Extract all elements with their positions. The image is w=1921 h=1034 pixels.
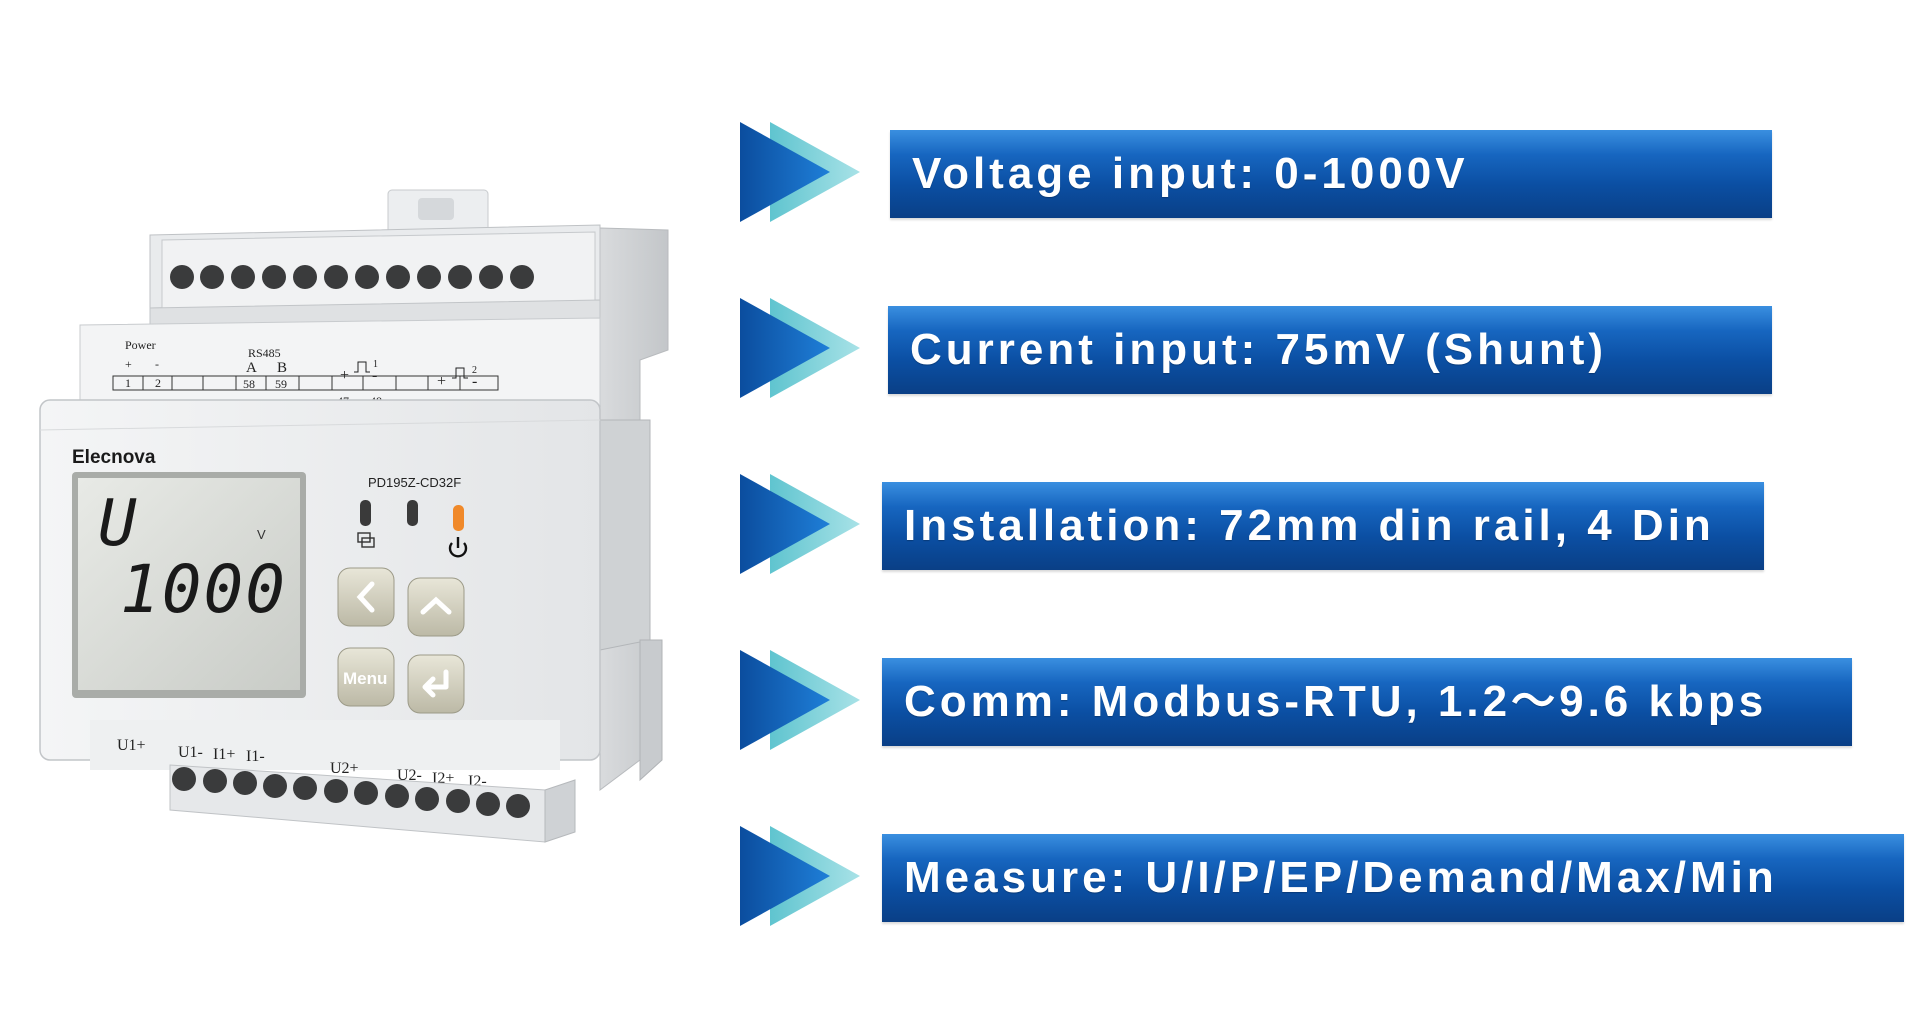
feature-banner: Voltage input: 0-1000V (890, 130, 1772, 218)
label-i1-minus: I1- (246, 748, 265, 765)
label-u2-minus: U2- (397, 767, 422, 784)
bottom-terminal-screws (172, 767, 530, 818)
led-comm (360, 500, 371, 526)
led-pulse (407, 500, 418, 526)
label-pulse1-plus: + (340, 367, 349, 384)
label-rs485-a: A (246, 360, 257, 376)
label-pulse2-index: 2 (472, 365, 477, 376)
double-arrow-icon (740, 122, 860, 222)
feature-banner: Current input: 75mV (Shunt) (888, 306, 1772, 394)
chevron-left-icon (356, 581, 375, 613)
label-rs485: RS485 (248, 346, 281, 360)
pulse1-icon (354, 361, 370, 373)
double-arrow-icon (740, 650, 860, 750)
enter-button[interactable] (407, 654, 465, 714)
label-power-plus: + (125, 357, 132, 371)
feature-banner: Measure: U/I/P/EP/Demand/Max/Min (882, 834, 1904, 922)
menu-button[interactable]: Menu (337, 647, 395, 707)
double-arrow-icon (740, 298, 860, 398)
feature-text: Measure: U/I/P/EP/Demand/Max/Min (904, 853, 1778, 902)
label-pulse2-minus: - (472, 373, 477, 390)
terminal-59: 59 (275, 377, 287, 391)
lcd-unit: V (257, 527, 266, 542)
left-button[interactable] (337, 567, 395, 627)
label-pulse1-index: 1 (373, 359, 378, 370)
top-terminal-screws (170, 265, 534, 289)
led-power (453, 505, 464, 531)
energy-meter-illustration: Power + - 1 2 RS485 A B 58 59 + - 1 47 4… (39, 189, 669, 843)
comm-icon (357, 532, 375, 548)
model-number: PD195Z-CD32F (368, 475, 461, 490)
terminal-1: 1 (125, 376, 131, 390)
label-u2-plus: U2+ (330, 760, 359, 777)
feature-banner: Installation: 72mm din rail, 4 Din (882, 482, 1764, 570)
chevron-up-icon (420, 596, 452, 615)
feature-text: Comm: Modbus-RTU, 1.2～9.6 kbps (904, 677, 1768, 726)
label-rs485-b: B (277, 360, 287, 376)
terminal-58: 58 (243, 377, 255, 391)
power-icon (448, 537, 468, 558)
label-pulse1-minus: - (372, 367, 377, 384)
label-u1-plus: U1+ (117, 737, 146, 754)
lcd-display (78, 478, 300, 690)
label-pulse2-plus: + (437, 373, 446, 390)
double-arrow-icon (740, 826, 860, 926)
label-i1-plus: I1+ (213, 746, 235, 763)
label-power-minus: - (155, 357, 159, 371)
lcd-symbol: U (98, 487, 137, 561)
menu-button-label: Menu (343, 669, 387, 688)
double-arrow-icon (740, 474, 860, 574)
feature-text: Installation: 72mm din rail, 4 Din (904, 501, 1715, 550)
brand-logo: Elecnova (72, 447, 156, 468)
feature-text: Current input: 75mV (Shunt) (910, 325, 1608, 374)
pulse2-icon (452, 367, 468, 379)
up-button[interactable] (407, 577, 465, 637)
terminal-2: 2 (155, 376, 161, 390)
terminal-label-table (112, 375, 499, 391)
label-power: Power (125, 338, 156, 352)
label-u1-minus: U1- (178, 744, 203, 761)
feature-text: Voltage input: 0-1000V (912, 149, 1469, 198)
energy-meter-device: Power + - 1 2 RS485 A B 58 59 + - 1 47 4… (0, 0, 700, 1034)
enter-icon (422, 669, 449, 698)
lcd-value: 1000 (120, 551, 287, 628)
feature-banner: Comm: Modbus-RTU, 1.2～9.6 kbps (882, 658, 1852, 746)
